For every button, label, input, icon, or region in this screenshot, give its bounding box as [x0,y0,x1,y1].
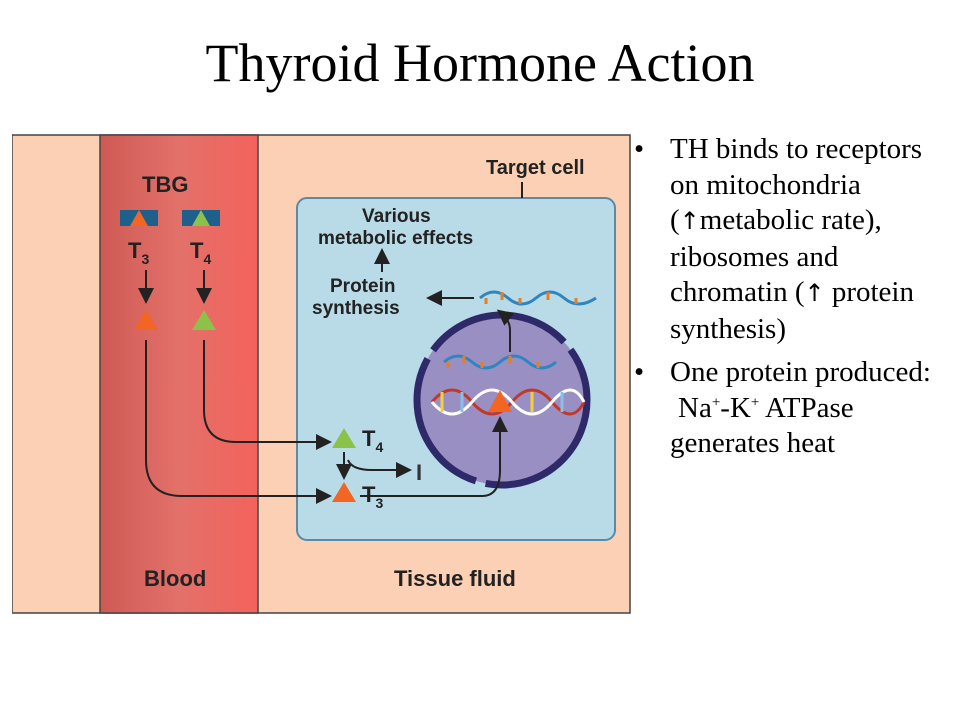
t3-free-triangle [134,310,158,330]
mrna-nucleus [443,354,557,370]
tbg-carrier-t4 [182,210,220,226]
blood-label: Blood [144,566,206,591]
up-arrow-icon: ↑ [804,279,825,307]
mrna-cytoplasm [479,290,597,306]
bullet-dot: • [634,133,645,165]
bullet-text-receptors: TH binds to receptors on mitochondria (↑… [670,133,923,345]
t3-label-cell: T3 [362,482,383,511]
bullet-dot: • [634,356,645,388]
tissue-fluid-label: Tissue fluid [394,566,516,591]
tbg-carrier-t3 [120,210,158,226]
t4-cell-triangle [332,428,356,448]
t4-label-blood: T4 [190,238,211,267]
bullet-item-protein: • One protein produced: Na+-K+ ATPase ge… [634,355,954,462]
bullet-item-receptors: • TH binds to receptors on mitochondria … [634,132,954,347]
blood-vessel [99,134,259,614]
slide-title: Thyroid Hormone Action [205,33,755,93]
inhibition-mark: I [416,460,422,485]
dna-helix [430,388,586,416]
thyroid-hormone-diagram: TBG T3 T4 T4 T3 I Protein [12,134,631,614]
t3-cell-triangle [332,482,356,502]
up-arrow-icon: ↑ [679,207,700,235]
target-cell-label: Target cell [486,157,585,179]
t4-label-cell: T4 [362,426,383,455]
tbg-label: TBG [142,172,188,197]
t3-label-blood: T3 [128,238,149,267]
protein-synthesis-label: Protein synthesis [312,276,401,319]
metabolic-effects-label: Various metabolic effects [318,206,473,249]
bullet-text-protein: One protein produced: Na+-K+ ATPase gene… [670,356,931,459]
t3-receptor-triangle [488,390,512,412]
t4-free-triangle [192,310,216,330]
bullet-list: • TH binds to receptors on mitochondria … [634,132,954,470]
